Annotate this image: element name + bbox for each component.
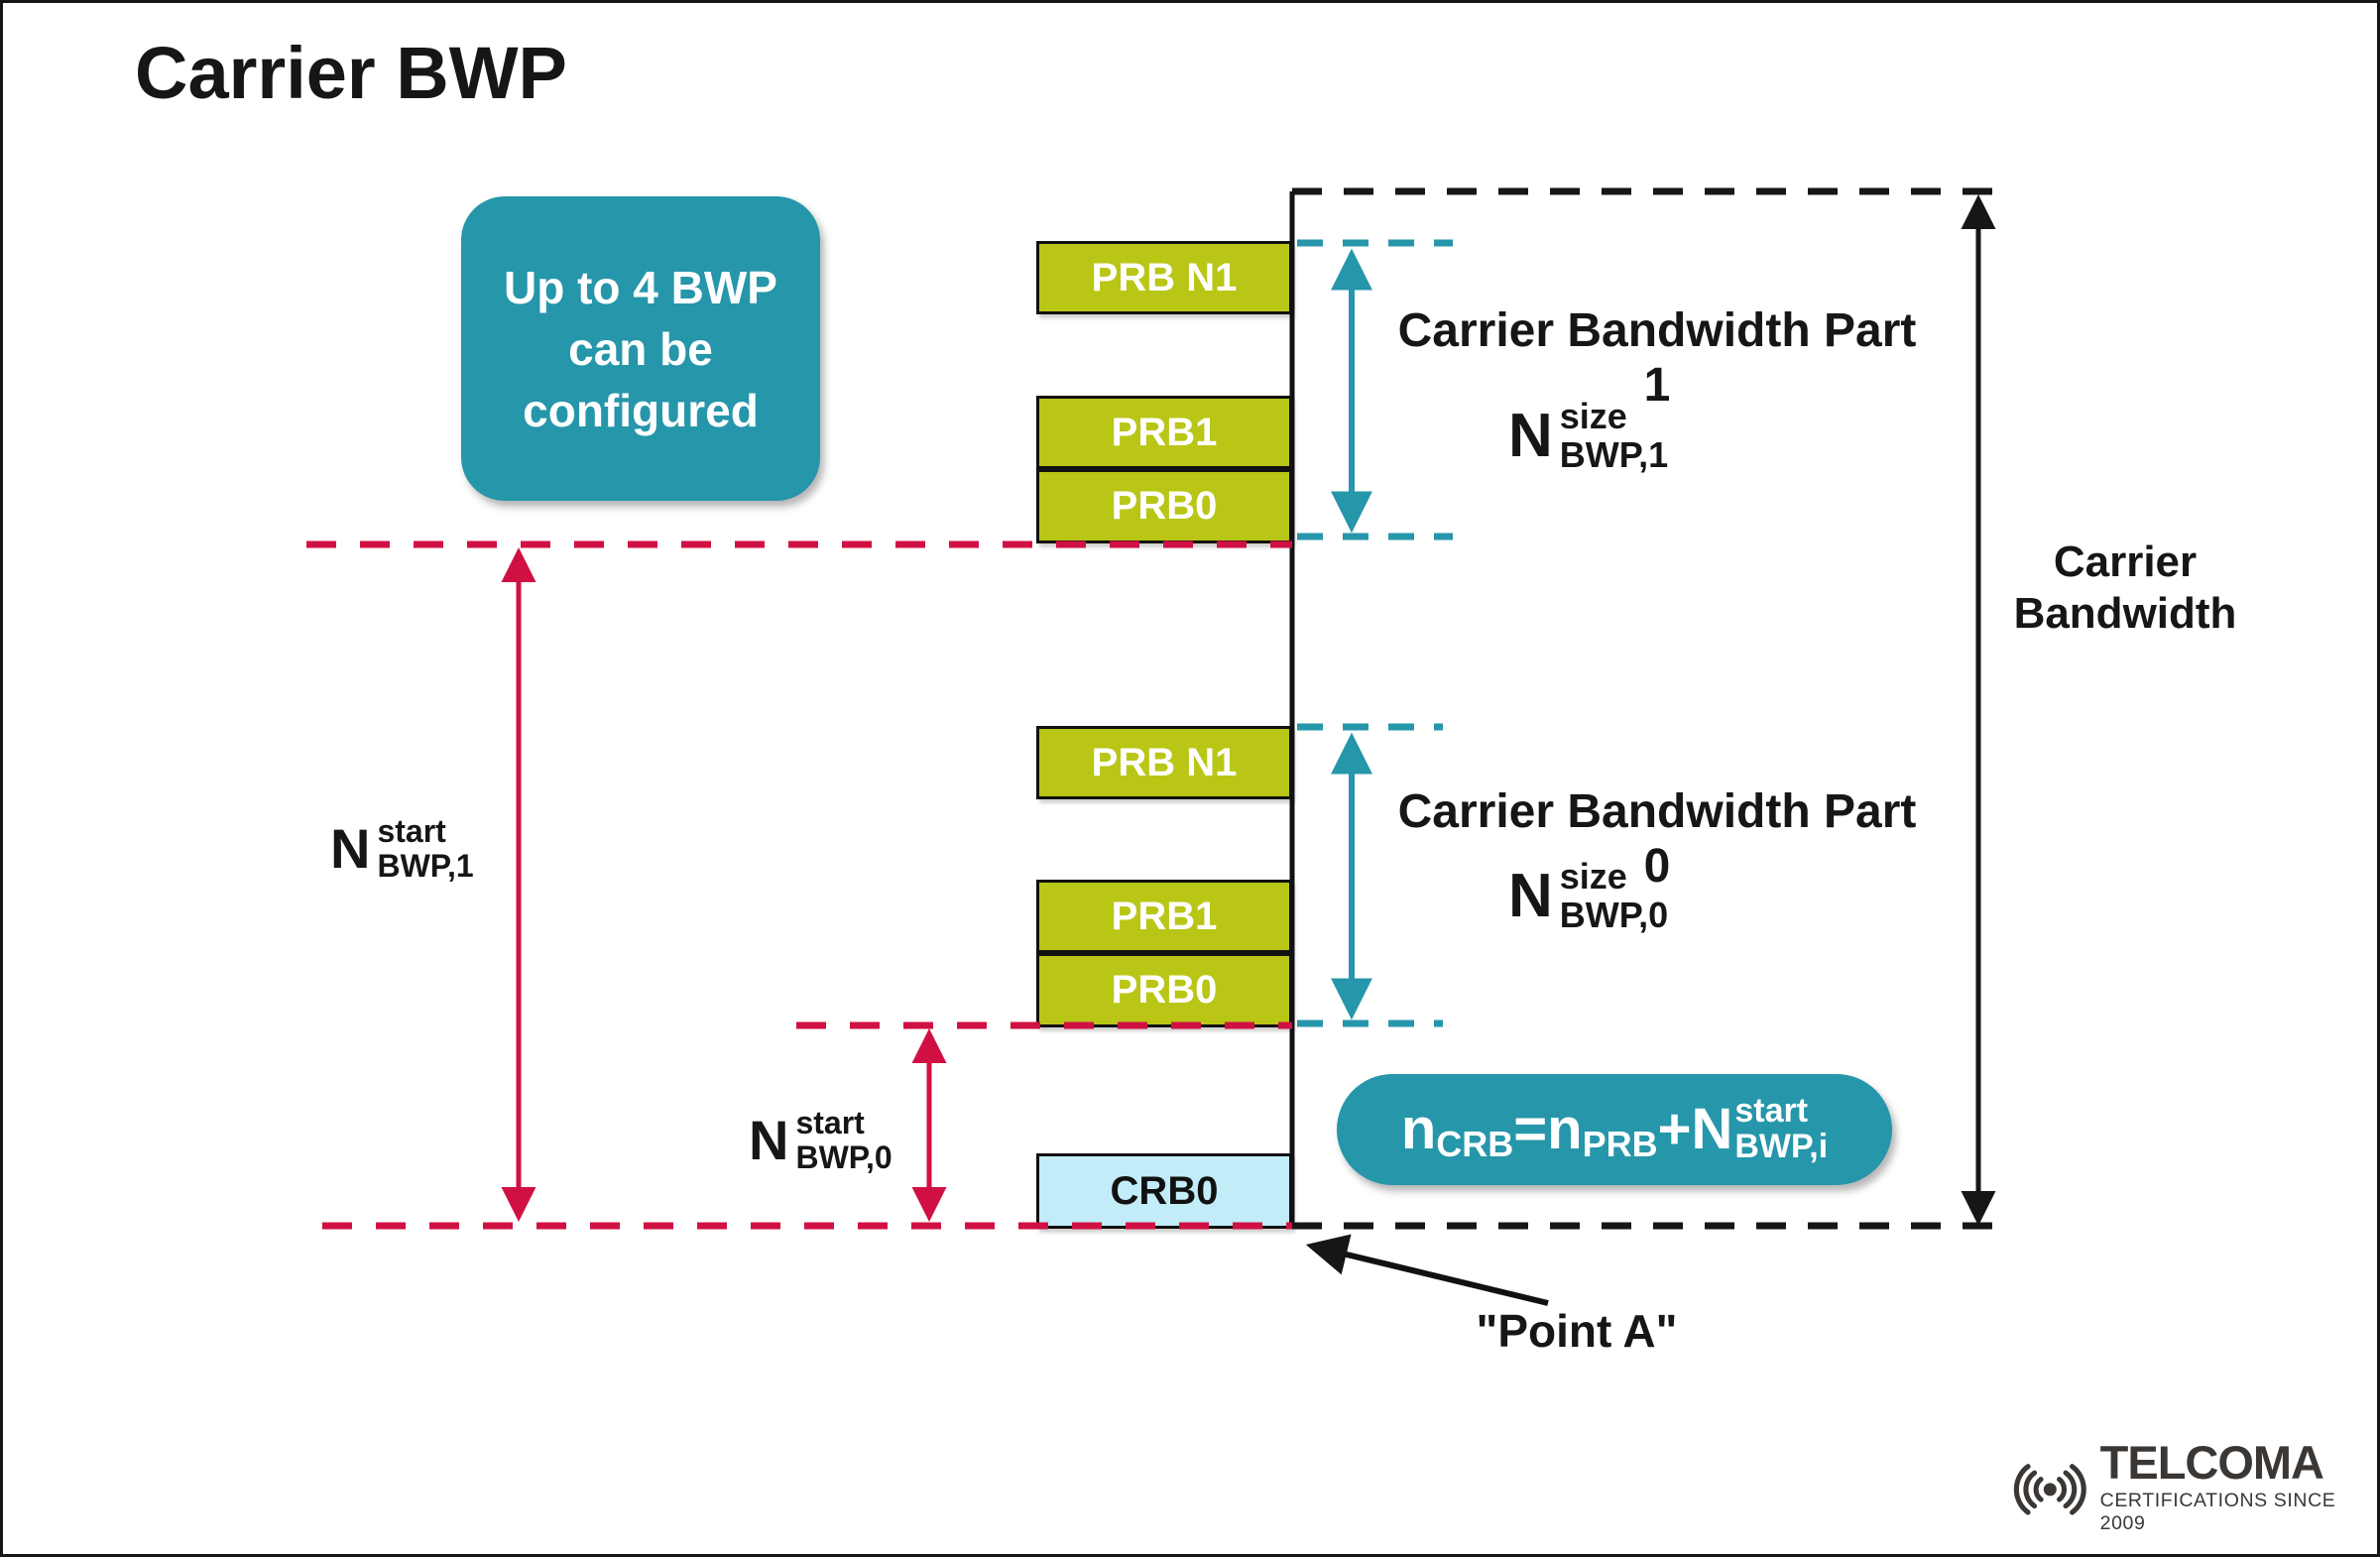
n-size-bwp1-label: N size BWP,1 [1508, 396, 1669, 475]
radio-waves-icon [2013, 1463, 2086, 1515]
n-subscript: BWP,0 [795, 1138, 892, 1175]
note-line: Up to 4 BWP [504, 261, 777, 313]
point-a-label: "Point A" [1476, 1305, 1678, 1357]
carrier-bandwidth-part0-label: Carrier Bandwidth Part 0 [1397, 785, 1917, 893]
prb-box-1-part1: PRB1 [1036, 396, 1292, 469]
point-a-arrow [1305, 1234, 1549, 1306]
prb-box-0-part0: PRB0 [1036, 953, 1292, 1027]
n-base: N [749, 1108, 789, 1171]
formula-subscript: BWP,i [1734, 1128, 1829, 1165]
formula-n-cap: N [1691, 1097, 1733, 1161]
n-start-bwp0-label: N start BWP,0 [749, 1106, 892, 1174]
carrier-bandwidth-label: Carrier Bandwidth [1991, 537, 2259, 640]
n-base: N [1508, 861, 1553, 930]
note-line: can be [568, 322, 713, 375]
n-superscript: size [1559, 856, 1627, 897]
carrier-bandwidth-line1: Carrier [2053, 538, 2198, 586]
note-line: configured [523, 384, 759, 436]
formula-equals: = [1513, 1097, 1548, 1161]
logo-tagline-text: CERTIFICATIONS SINCE 2009 [2099, 1490, 2336, 1534]
n-subscript: BWP,0 [1559, 894, 1669, 935]
n-superscript: size [1559, 396, 1627, 436]
carrier-bandwidth-part1-label: Carrier Bandwidth Part 1 [1397, 304, 1917, 412]
n-subscript: BWP,1 [377, 847, 474, 884]
prb-box-n1-part1: PRB N1 [1036, 241, 1292, 314]
page-title: Carrier BWP [135, 32, 567, 114]
prb-box-0-part1: PRB0 [1036, 469, 1292, 543]
formula-superscript: start [1734, 1092, 1809, 1131]
n-superscript: start [377, 813, 446, 849]
logo-brand-text: TELCOMA [2099, 1436, 2324, 1489]
formula-sub-prb: PRB [1582, 1124, 1658, 1164]
n-base: N [1508, 401, 1553, 470]
note-box: Up to 4 BWP can be configured [461, 196, 820, 501]
n-base: N [330, 816, 371, 880]
crb-formula-box: n CRB = n PRB + N start BWP,i [1337, 1074, 1892, 1185]
crb0-box: CRB0 [1036, 1153, 1292, 1229]
n-subscript: BWP,1 [1559, 433, 1669, 475]
n-start-bwp1-label: N start BWP,1 [330, 814, 474, 883]
formula-sub-crb: CRB [1436, 1124, 1514, 1164]
prb-box-n1-part0: PRB N1 [1036, 726, 1292, 799]
carrier-bandwidth-line2: Bandwidth [2013, 589, 2237, 638]
n-size-bwp0-label: N size BWP,0 [1508, 856, 1669, 935]
formula-n: n [1400, 1097, 1437, 1161]
n-superscript: start [795, 1105, 865, 1140]
formula-n: n [1547, 1097, 1583, 1161]
prb-box-1-part0: PRB1 [1036, 880, 1292, 953]
telcoma-logo: TELCOMA CERTIFICATIONS SINCE 2009 [2004, 1439, 2377, 1535]
formula-plus: + [1657, 1097, 1692, 1161]
